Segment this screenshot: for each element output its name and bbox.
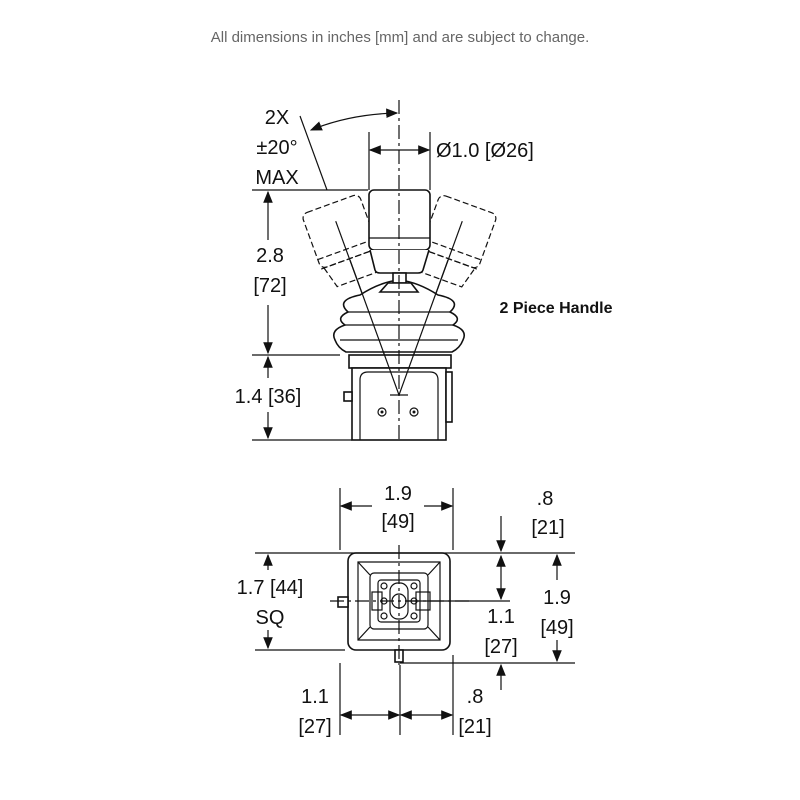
diameter-dimension: Ø1.0 [Ø26] bbox=[436, 140, 534, 162]
bottom-view: 1.9 [49] .8 [21] 1.9 [49] 1.1 [27] 1.7 [… bbox=[237, 483, 575, 738]
base-height-dimension: 1.4 [36] bbox=[235, 386, 302, 408]
screw-icon bbox=[377, 407, 387, 417]
angle-value: ±20° bbox=[256, 137, 297, 159]
width-mm: [49] bbox=[381, 511, 414, 533]
center-vertical-inches: 1.1 bbox=[487, 606, 515, 628]
offset-right-mm: [21] bbox=[458, 716, 491, 738]
center-horizontal-mm: [27] bbox=[298, 716, 331, 738]
center-vertical-mm: [27] bbox=[484, 636, 517, 658]
handle-height-mm: [72] bbox=[253, 275, 286, 297]
handle-height-inches: 2.8 bbox=[256, 245, 284, 267]
width-inches: 1.9 bbox=[384, 483, 412, 505]
dimensions-note: All dimensions in inches [mm] and are su… bbox=[210, 29, 590, 46]
angle-max: MAX bbox=[255, 167, 298, 189]
screw-icon bbox=[409, 407, 419, 417]
offset-top-mm: [21] bbox=[531, 517, 564, 539]
side-tab bbox=[337, 596, 349, 608]
offset-right-inches: .8 bbox=[467, 686, 484, 708]
side-tab bbox=[343, 391, 353, 402]
rubber-boot bbox=[332, 279, 466, 353]
square-suffix: SQ bbox=[256, 607, 285, 629]
center-horizontal-inches: 1.1 bbox=[301, 686, 329, 708]
square-dimension: 1.7 [44] bbox=[237, 577, 304, 599]
offset-top-inches: .8 bbox=[537, 488, 554, 510]
height-mm: [49] bbox=[540, 617, 573, 639]
mounting-flange bbox=[348, 354, 452, 369]
side-view: Ø1.0 [Ø26] 2X ±20° MAX 2.8 [72] 1.4 [36]… bbox=[235, 100, 613, 441]
height-inches: 1.9 bbox=[543, 587, 571, 609]
angle-count: 2X bbox=[265, 107, 289, 129]
handle-type-label: 2 Piece Handle bbox=[500, 300, 613, 317]
